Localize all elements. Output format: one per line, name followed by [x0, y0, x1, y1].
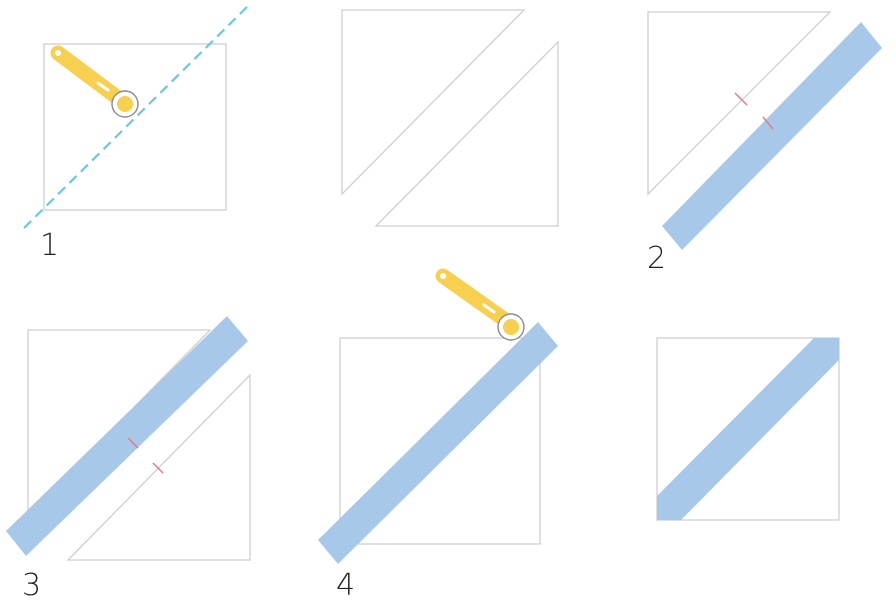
fabric-square	[43, 43, 227, 211]
upper-triangle	[647, 11, 832, 196]
seam-mark	[734, 92, 748, 106]
rotary-cutter-icon	[435, 268, 525, 341]
panel-step-4: 4	[318, 268, 558, 600]
fabric-strip	[662, 22, 882, 250]
panel-split-triangles	[341, 9, 559, 227]
upper-triangle	[341, 9, 526, 196]
panel-step-1: 1	[23, 3, 251, 263]
fabric-strip	[6, 316, 248, 556]
rotary-cutter-icon	[50, 45, 139, 118]
panel-step-3: 3	[6, 316, 251, 600]
fabric-strip	[657, 338, 839, 520]
seam-mark	[127, 437, 139, 449]
diagonal-cut-line	[23, 3, 251, 229]
lower-triangle	[374, 40, 559, 227]
step-number-2: 2	[647, 241, 666, 276]
step-number-3: 3	[22, 568, 41, 600]
fabric-square	[656, 337, 840, 521]
panel-finished-block	[656, 337, 840, 521]
fabric-strip	[318, 322, 558, 564]
step-number-1: 1	[40, 228, 59, 263]
seam-mark	[152, 462, 164, 474]
lower-triangle	[66, 373, 251, 561]
seam-mark	[762, 116, 774, 130]
panel-step-2: 2	[647, 11, 882, 276]
fabric-square	[339, 337, 541, 545]
step-number-4: 4	[336, 568, 355, 600]
